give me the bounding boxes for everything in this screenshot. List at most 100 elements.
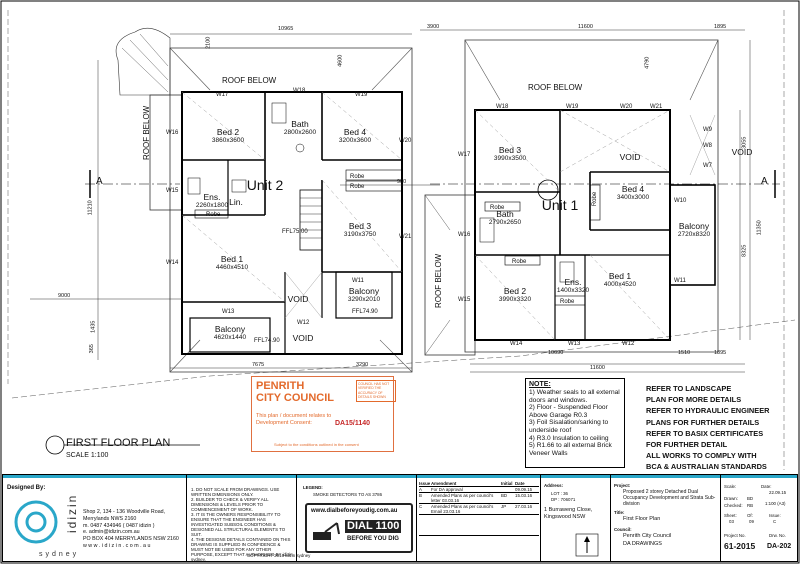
- window-tag: W16: [458, 232, 471, 238]
- dimension: 7675: [252, 362, 265, 368]
- disclaimer-list: 1. DO NOT SCALE FROM DRAWINGS. USE WRITT…: [191, 487, 293, 562]
- note-item: 4) R3.0 Insulation to ceiling: [529, 434, 609, 442]
- issues-header-cell: Initial: [501, 481, 513, 486]
- issues-header-cell: Amendment: [431, 481, 457, 486]
- checked-value: RB: [747, 503, 754, 508]
- robe-label: Robe: [560, 299, 575, 305]
- dial-before-you-dig-badge: www.dialbeforeyoudig.com.au DIAL 1100 BE…: [305, 503, 413, 553]
- dimension: 3055: [741, 136, 748, 149]
- robe-label: Robe: [512, 259, 527, 265]
- window-tag: W18: [293, 88, 306, 94]
- window-tag: W13: [222, 309, 235, 315]
- refer-line: REFER TO HYDRAULIC ENGINEER: [646, 406, 770, 416]
- level-note: FFL74.90: [352, 309, 378, 315]
- dimension: 3900: [427, 24, 440, 30]
- window-tag: W19: [355, 92, 368, 98]
- unit-label: Unit 1: [541, 197, 579, 213]
- window-tag: W21: [399, 234, 412, 240]
- stamp-council-name: PENRITH: [256, 380, 305, 392]
- address-cell: Address: LOT : 36 DP : 706071 1 Burrawen…: [541, 475, 611, 561]
- refer-notes: REFER TO LANDSCAPE PLAN FOR MORE DETAILS…: [646, 383, 769, 473]
- issue-cell: For DA approval: [431, 487, 463, 492]
- dial-tagline: BEFORE YOU DIG: [347, 536, 399, 542]
- drawn-label: Drawn:: [724, 496, 738, 501]
- refer-line: PLANS FOR FURTHER DETAILS: [646, 417, 760, 427]
- brand-subtitle: sydney: [39, 551, 80, 558]
- refer-line: ALL WORKS TO COMPLY WITH: [646, 451, 757, 461]
- room-label: VOID: [287, 294, 309, 304]
- disclaimer-item: 4. THE DESIGNS DETAILS CONTAINED ON THIS…: [191, 537, 293, 562]
- disclaimer-item: 3. IT IS THE OWNERS RESPONSIBILITY TO EN…: [191, 512, 286, 537]
- dimension: 2100: [205, 36, 212, 49]
- window-tag: W16: [166, 130, 179, 136]
- council-name: Penrith City Council: [623, 533, 672, 539]
- project-no-label: Project No.: [724, 533, 746, 538]
- window-tag: W19: [566, 104, 579, 110]
- designed-by-label: Designed By:: [7, 485, 46, 491]
- copyright: COPYRIGHT 2016 idizin sydney: [247, 553, 311, 558]
- window-tag: W20: [620, 104, 633, 110]
- dimension: 11600: [578, 24, 593, 30]
- note-item: 5) R1.66 to all external Brick Veneer Wa…: [529, 442, 612, 457]
- roof-label: ROOF BELOW: [142, 105, 151, 160]
- issue-cell: 15.03.16: [515, 493, 533, 498]
- refer-line: FOR FURTHER DETAIL: [646, 440, 728, 450]
- site-address: 1 Burraweng Close, Kingswood NSW: [544, 507, 593, 520]
- address-line: PO BOX 404 MERRYLANDS NSW 2160: [83, 536, 179, 543]
- refer-line: REFER TO LANDSCAPE: [646, 384, 732, 393]
- level-note: FFL74.90: [254, 338, 280, 344]
- note-item: 2) Floor - Suspended Floor Above Garage …: [529, 404, 608, 419]
- issues-header-row: Issue Amendment Initial Date: [419, 481, 539, 487]
- date-label: Date:: [761, 484, 772, 489]
- window-tag: W18: [496, 104, 509, 110]
- address-line: Shop 2, 134 - 136 Woodville Road,: [83, 509, 166, 515]
- roof-label: ROOF BELOW: [222, 76, 277, 85]
- window-tag: W8: [703, 143, 712, 149]
- window-tag: W14: [510, 341, 523, 347]
- dimension: 11350: [756, 220, 763, 236]
- level-note: FFL75.00: [282, 229, 308, 235]
- drawn-value: BD: [747, 496, 754, 501]
- window-tag: W11: [674, 278, 686, 284]
- refer-line: PLAN FOR MORE DETAILS: [646, 395, 742, 405]
- legend-item: SMOKE DETECTORS TO AS 3786: [313, 492, 383, 497]
- stamp-council-name-2: CITY COUNCIL: [256, 392, 335, 404]
- issues-table: Issue Amendment Initial Date A For DA ap…: [419, 481, 539, 536]
- project-label: Project:: [614, 483, 631, 488]
- stamp-footer: Subject to the conditions outlined in th…: [274, 442, 359, 447]
- disclaimer-item: 1. DO NOT SCALE FROM DRAWINGS. USE WRITT…: [191, 487, 280, 497]
- of-value: 09: [749, 519, 754, 524]
- issue-cell: 09.09.15: [515, 487, 533, 492]
- project-no-value: 61-2015: [724, 541, 756, 551]
- excavator-icon: [313, 522, 340, 540]
- table-row: C Amended Plans as per council's Email 2…: [419, 504, 539, 515]
- address-label: Address:: [544, 483, 564, 488]
- date-value: 22.09.15: [769, 490, 787, 495]
- issue-cell: Amended Plans as per council's letter 03…: [431, 493, 494, 503]
- window-tag: W7: [703, 163, 712, 169]
- dimension: 3290: [356, 362, 369, 368]
- disclaimer-item: 2. BUILDER TO CHECK & VERIFY ALL DIMENSI…: [191, 497, 269, 512]
- dimension: 4790: [644, 56, 651, 69]
- room-label: Ens.2260x1800: [195, 192, 229, 209]
- roof-label: ROOF BELOW: [528, 83, 583, 92]
- sheet-label: Sheet:: [724, 513, 737, 518]
- sheet-value: 03: [729, 519, 734, 524]
- dimension: 11600: [590, 365, 605, 371]
- robe-label: Robe: [350, 184, 365, 190]
- checked-label: Checked:: [724, 503, 743, 508]
- issues-header-cell: Date: [515, 481, 525, 486]
- stamp-consent-number: DA15/1140: [335, 420, 371, 427]
- drawing-title: First Floor Plan: [623, 516, 661, 522]
- notes-heading: NOTE:: [529, 381, 551, 388]
- issue-cell: B: [419, 493, 422, 498]
- legend-title: LEGEND:: [303, 485, 323, 490]
- title-block-accent: [3, 475, 797, 478]
